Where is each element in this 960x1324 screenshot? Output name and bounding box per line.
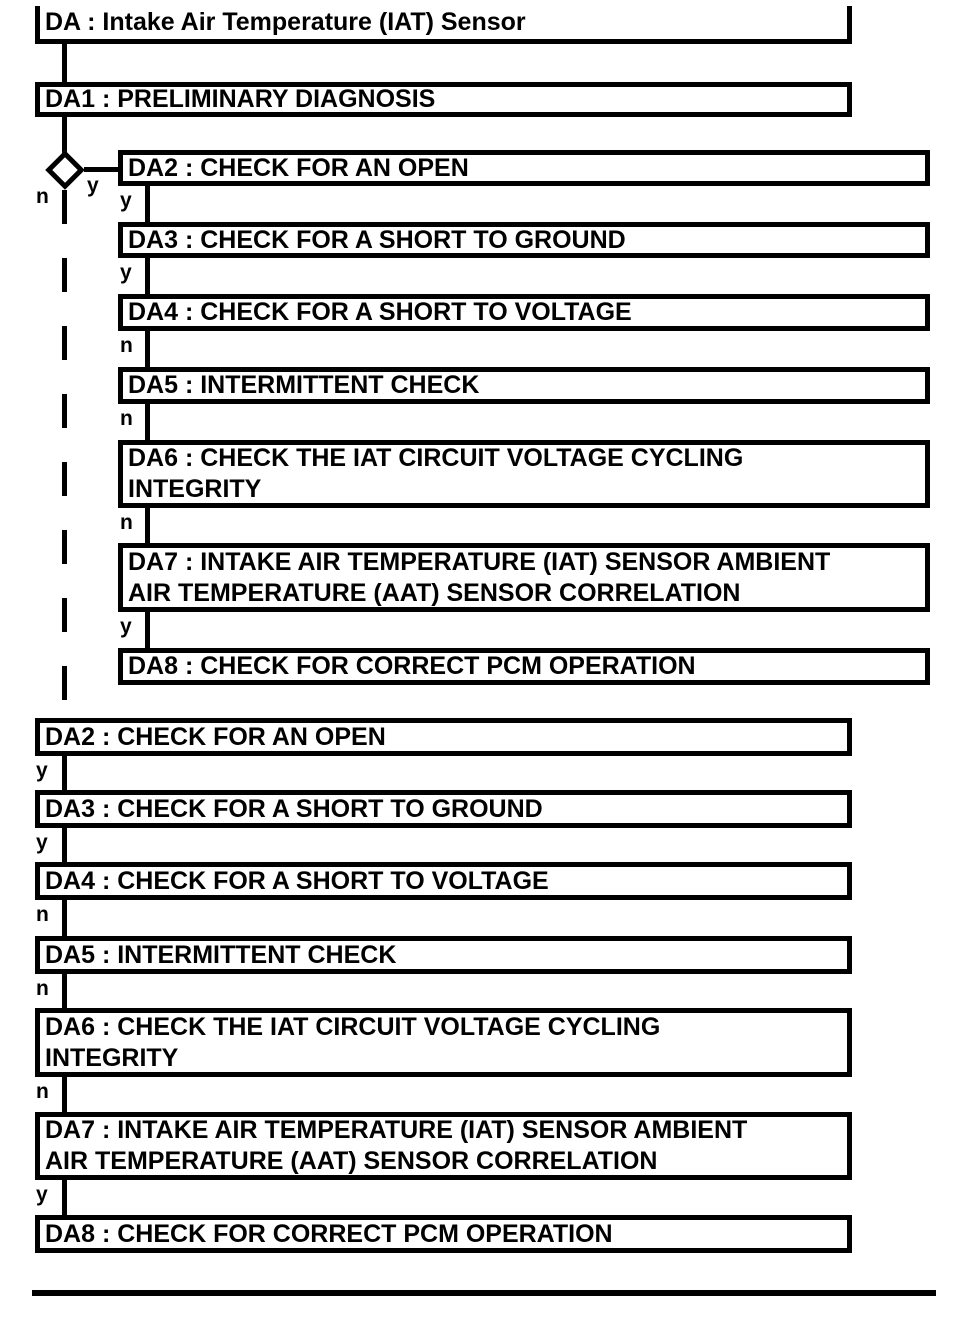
decision-yes-label: y [87, 174, 99, 197]
branch-exit-label: n [36, 903, 49, 926]
connector-line [62, 900, 67, 936]
flow-step-label: DA6 : CHECK THE IAT CIRCUIT VOLTAGE CYCL… [45, 1012, 661, 1072]
flow-step-box-da3: DA3 : CHECK FOR A SHORT TO GROUND [35, 790, 852, 828]
connector-line [62, 1180, 67, 1215]
branch-exit-label: y [120, 189, 132, 212]
flow-step-label: DA3 : CHECK FOR A SHORT TO GROUND [45, 794, 543, 823]
flow-step-label: DA2 : CHECK FOR AN OPEN [128, 153, 469, 182]
connector-line [62, 974, 67, 1008]
branch-exit-label: n [120, 511, 133, 534]
flow-step-label: DA8 : CHECK FOR CORRECT PCM OPERATION [128, 652, 696, 680]
flow-step-box-da7: DA7 : INTAKE AIR TEMPERATURE (IAT) SENSO… [118, 543, 930, 612]
flow-step-box-da4: DA4 : CHECK FOR A SHORT TO VOLTAGE [118, 294, 930, 331]
branch-exit-label: y [36, 831, 48, 854]
flow-step-box-da6: DA6 : CHECK THE IAT CIRCUIT VOLTAGE CYCL… [35, 1008, 852, 1077]
branch-exit-label: n [120, 334, 133, 357]
decision-no-label: n [36, 185, 49, 208]
flow-step-label: DA6 : CHECK THE IAT CIRCUIT VOLTAGE CYCL… [128, 444, 744, 503]
connector-decision-no-dashed [62, 190, 67, 718]
flow-step-box-da2: DA2 : CHECK FOR AN OPEN [118, 150, 930, 186]
branch-exit-label: n [36, 977, 49, 1000]
flow-step-label: DA7 : INTAKE AIR TEMPERATURE (IAT) SENSO… [128, 547, 831, 607]
connector-line [145, 612, 150, 648]
bottom-rule [32, 1290, 936, 1296]
flow-step-box-da5: DA5 : INTERMITTENT CHECK [35, 936, 852, 974]
flow-step-label: DA2 : CHECK FOR AN OPEN [45, 722, 386, 751]
flow-step-box-da3: DA3 : CHECK FOR A SHORT TO GROUND [118, 222, 930, 258]
flow-step-label: DA7 : INTAKE AIR TEMPERATURE (IAT) SENSO… [45, 1116, 748, 1175]
flow-step-label: DA3 : CHECK FOR A SHORT TO GROUND [128, 225, 626, 254]
flow-step-box-da4: DA4 : CHECK FOR A SHORT TO VOLTAGE [35, 862, 852, 900]
flow-title-label: DA : Intake Air Temperature (IAT) Sensor [45, 8, 526, 36]
connector-title-to-da1 [62, 44, 67, 82]
connector-line [62, 756, 67, 790]
connector-line [145, 258, 150, 294]
connector-decision-yes [84, 167, 118, 172]
flow-step-box-da1: DA1 : PRELIMINARY DIAGNOSIS [35, 82, 852, 117]
flow-step-label: DA5 : INTERMITTENT CHECK [128, 371, 480, 399]
connector-da1-to-decision [62, 117, 67, 153]
connector-line [145, 331, 150, 367]
flow-step-box-da5: DA5 : INTERMITTENT CHECK [118, 367, 930, 404]
flow-title-box: DA : Intake Air Temperature (IAT) Sensor [35, 6, 852, 44]
flow-step-box-da6: DA6 : CHECK THE IAT CIRCUIT VOLTAGE CYCL… [118, 440, 930, 508]
flow-step-box-da8: DA8 : CHECK FOR CORRECT PCM OPERATION [118, 648, 930, 685]
flow-step-box-da2: DA2 : CHECK FOR AN OPEN [35, 718, 852, 756]
decision-diamond-icon [45, 150, 85, 190]
branch-exit-label: y [120, 615, 132, 638]
flow-step-label: DA4 : CHECK FOR A SHORT TO VOLTAGE [128, 298, 632, 326]
flow-step-label: DA5 : INTERMITTENT CHECK [45, 940, 397, 969]
connector-line [145, 186, 150, 222]
flow-step-label: DA8 : CHECK FOR CORRECT PCM OPERATION [45, 1219, 613, 1248]
branch-exit-label: y [120, 261, 132, 284]
connector-line [62, 828, 67, 862]
connector-line [145, 404, 150, 440]
branch-exit-label: y [36, 759, 48, 782]
flow-step-label: DA4 : CHECK FOR A SHORT TO VOLTAGE [45, 866, 549, 895]
connector-line [62, 1077, 67, 1112]
branch-exit-label: n [120, 407, 133, 430]
branch-exit-label: y [36, 1183, 48, 1206]
flow-step-label: DA1 : PRELIMINARY DIAGNOSIS [45, 85, 436, 113]
branch-exit-label: n [36, 1080, 49, 1103]
flow-step-box-da8: DA8 : CHECK FOR CORRECT PCM OPERATION [35, 1215, 852, 1253]
connector-line [145, 508, 150, 543]
flow-step-box-da7: DA7 : INTAKE AIR TEMPERATURE (IAT) SENSO… [35, 1112, 852, 1180]
